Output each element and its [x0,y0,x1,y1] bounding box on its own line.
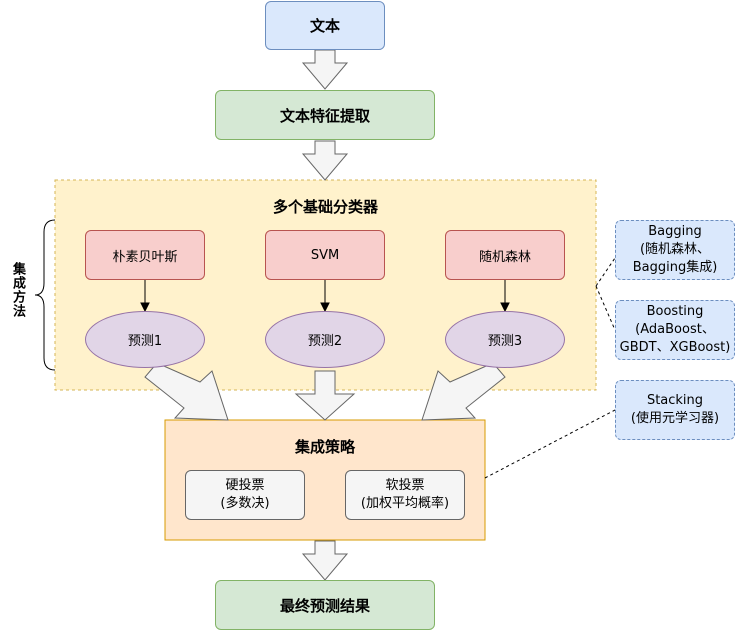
stacking-title: Stacking [646,393,704,408]
arrow-pred3-to-ensemble [421,362,506,421]
base-classifiers-title: 多个基础分类器 [272,198,378,216]
prediction-2-node: 预测2 [265,311,385,368]
naive-bayes-label: 朴素贝叶斯 [112,249,178,265]
ensemble-strategy-title: 集成策略 [294,438,355,456]
bagging-title: Bagging [648,224,702,239]
boosting-title: Boosting [646,304,704,319]
bagging-detail-2: Bagging集成) [632,260,718,275]
arrow-strategy-to-final [301,540,349,581]
prediction-3-node: 预测3 [445,311,565,368]
stacking-note: Stacking (使用元学习器) [615,380,735,440]
text-input-node: 文本 [265,1,385,50]
soft-voting-node: 软投票 (加权平均概率) [345,470,465,520]
prediction-3-label: 预测3 [487,334,523,349]
arrow-pred2-to-ensemble [294,370,356,421]
ensemble-brace [34,219,56,371]
hard-voting-node: 硬投票 (多数决) [185,470,305,520]
random-forest-node: 随机森林 [445,230,565,280]
boosting-detail-2: GBDT、XGBoost) [619,340,731,355]
feature-extraction-label: 文本特征提取 [279,106,370,125]
random-forest-label: 随机森林 [478,249,531,265]
naive-bayes-node: 朴素贝叶斯 [85,230,205,280]
boosting-detail-1: (AdaBoost、 [635,322,715,337]
hard-voting-label: 硬投票 [225,478,265,493]
soft-voting-sublabel: (加权平均概率) [360,496,450,511]
svm-node: SVM [265,230,385,280]
hard-voting-sublabel: (多数决) [220,496,270,511]
boosting-note: Boosting (AdaBoost、 GBDT、XGBoost) [615,300,735,360]
final-result-node: 最终预测结果 [215,580,435,630]
bagging-note: Bagging (随机森林、 Bagging集成) [615,220,735,280]
soft-voting-label: 软投票 [385,478,425,493]
arrow-pred1-to-ensemble [144,362,229,421]
ensemble-methods-label: 集成方法 [10,262,25,318]
final-result-label: 最终预测结果 [279,596,370,615]
arrow-text-to-feature [301,49,349,90]
prediction-1-node: 预测1 [85,311,205,368]
arrow-feature-to-base [301,140,349,181]
stacking-detail: (使用元学习器) [630,411,720,426]
feature-extraction-node: 文本特征提取 [215,90,435,140]
text-input-label: 文本 [309,17,340,35]
bagging-detail-1: (随机森林、 [639,242,711,257]
prediction-2-label: 预测2 [307,334,343,349]
svm-label: SVM [310,247,340,263]
prediction-1-label: 预测1 [127,334,163,349]
